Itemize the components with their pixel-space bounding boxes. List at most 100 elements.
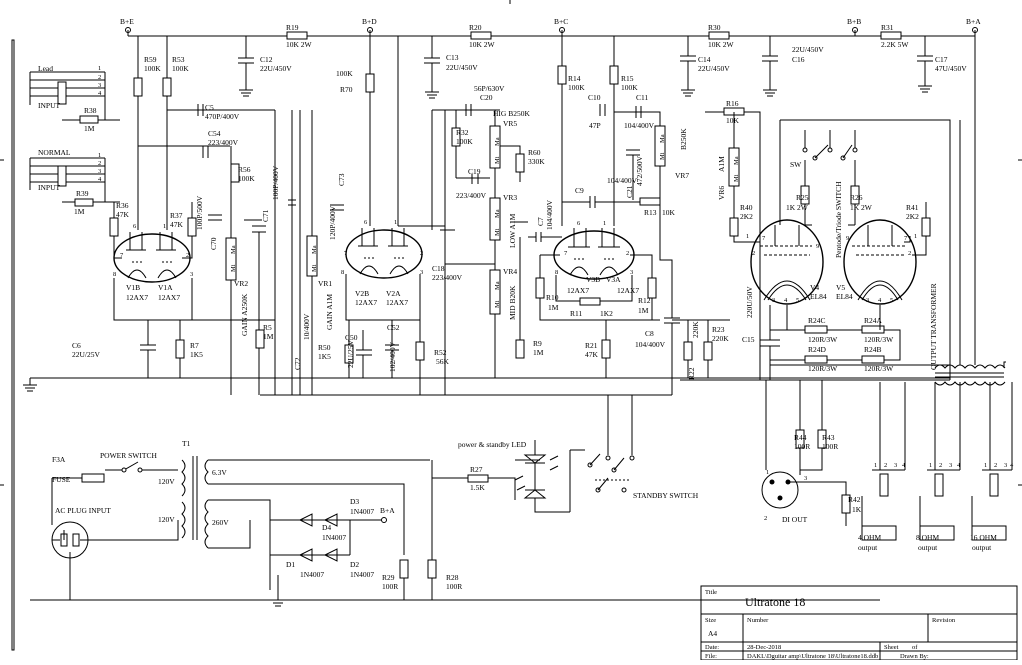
r29-label: R29 bbox=[382, 573, 395, 582]
v2b-type: 12AX7 bbox=[355, 298, 377, 307]
ac-plug-label: AC PLUG INPUT bbox=[55, 506, 111, 515]
v2a-label: V2A bbox=[386, 289, 401, 298]
c70-label: C70 bbox=[209, 237, 218, 250]
svg-text:2: 2 bbox=[420, 250, 423, 257]
svg-text:7: 7 bbox=[904, 235, 908, 242]
r30-value: 10K 2W bbox=[708, 40, 735, 49]
vr5-mi: Mi bbox=[494, 156, 501, 164]
size-label: Size bbox=[705, 617, 716, 624]
power-switch-label: POWER SWITCH bbox=[100, 451, 157, 460]
r16-label: R16 bbox=[726, 99, 739, 108]
c54-value: 223/400V bbox=[208, 138, 239, 147]
v3a-label: V3A bbox=[606, 275, 621, 284]
rail-label-ba: B+A bbox=[966, 17, 981, 26]
v2b-label: V2B bbox=[355, 289, 369, 298]
input-jacks: Lead NORMAL INPUT INPUT 12 34 12 34 R38 … bbox=[11, 39, 120, 651]
c8-label: C8 bbox=[645, 329, 654, 338]
of-label: of bbox=[912, 644, 918, 651]
svg-text:9: 9 bbox=[846, 235, 849, 242]
r9-label: R9 bbox=[533, 339, 542, 348]
r13-value: 10K bbox=[662, 208, 676, 217]
r19-value: 10K 2W bbox=[286, 40, 313, 49]
c10-label: C10 bbox=[588, 93, 601, 102]
v5-type: EL84 bbox=[836, 292, 853, 301]
r15-value: 100K bbox=[621, 83, 638, 92]
svg-text:1: 1 bbox=[98, 152, 101, 159]
v1a-type: 12AX7 bbox=[158, 293, 180, 302]
c14-value: 22U/450V bbox=[698, 64, 730, 73]
svg-text:1: 1 bbox=[394, 219, 397, 226]
r59-label: R59 bbox=[144, 55, 157, 64]
v1b-type: 12AX7 bbox=[126, 293, 148, 302]
out4-label: 4 OHM bbox=[858, 533, 881, 542]
svg-text:1: 1 bbox=[603, 220, 606, 227]
d1-label: D1 bbox=[286, 560, 295, 569]
svg-text:1: 1 bbox=[914, 233, 917, 240]
svg-text:5: 5 bbox=[796, 297, 799, 304]
out16-sub: output bbox=[972, 543, 992, 552]
r24a-value: 120R/3W bbox=[864, 335, 894, 344]
r50-value: 1K5 bbox=[318, 352, 331, 361]
svg-text:2: 2 bbox=[764, 515, 767, 522]
r52-label: R52 bbox=[434, 348, 447, 357]
stage-v3: R14 100K R15 100K C10 47P C11 104/400V M… bbox=[535, 36, 730, 395]
svg-text:1: 1 bbox=[874, 462, 877, 469]
r28-value: 100R bbox=[446, 582, 462, 591]
vr6-mi: Mi bbox=[733, 174, 740, 182]
c16-value: 22U/450V bbox=[792, 45, 824, 54]
date-label: Date: bbox=[705, 644, 719, 651]
svg-text:1: 1 bbox=[163, 223, 166, 230]
r38-label: R38 bbox=[84, 106, 97, 115]
svg-text:3: 3 bbox=[894, 462, 897, 469]
r22-value: 220K bbox=[691, 321, 700, 338]
r56-value: 100K bbox=[238, 174, 255, 183]
r10-value: 1M bbox=[548, 303, 559, 312]
vr2-label: VR2 bbox=[234, 279, 248, 288]
svg-text:2: 2 bbox=[98, 74, 101, 81]
vr5-label: VR5 bbox=[503, 119, 517, 128]
power-section: R16 10K Mi Ma A1M VR6 R40 2K2 1 V4 EL84 … bbox=[705, 36, 1006, 386]
svg-text:8: 8 bbox=[341, 269, 344, 276]
r30-label: R30 bbox=[708, 23, 721, 32]
c18-label: C18 bbox=[432, 264, 445, 273]
svg-text:8: 8 bbox=[113, 271, 116, 278]
c70-value: 100P/500V bbox=[195, 195, 204, 230]
d4-value: 1N4007 bbox=[322, 533, 346, 542]
r23-value: 220K bbox=[712, 334, 729, 343]
svg-text:1: 1 bbox=[929, 462, 932, 469]
vr6-value: A1M bbox=[717, 156, 726, 172]
r15-label: R15 bbox=[621, 74, 634, 83]
b-plus-rail: B+E B+D B+C B+B B+A bbox=[120, 17, 981, 37]
r70-value: 100K bbox=[336, 69, 353, 78]
r28-label: R28 bbox=[446, 573, 459, 582]
v4-label: V4 bbox=[810, 283, 819, 292]
sw-label: SW bbox=[790, 160, 802, 169]
filter-capacitors: C12 22U/450V C13 22U/450V C14 22U/450V 2… bbox=[238, 36, 967, 99]
r32-label: R32 bbox=[456, 128, 469, 137]
svg-text:4: 4 bbox=[878, 297, 882, 304]
r21-value: 47K bbox=[585, 350, 599, 359]
v1b-label: V1B bbox=[126, 283, 140, 292]
rail-label-bd: B+D bbox=[362, 17, 377, 26]
rail-label-be: B+E bbox=[120, 17, 134, 26]
r21-label: R21 bbox=[585, 341, 598, 350]
r26-label: R26 bbox=[850, 193, 863, 202]
vr3-value: LOW A1M bbox=[508, 213, 517, 248]
c11-label: C11 bbox=[636, 93, 648, 102]
svg-text:4: 4 bbox=[98, 176, 102, 183]
r60-value: 330K bbox=[528, 157, 545, 166]
title-value: Ultratone 18 bbox=[745, 595, 805, 609]
r24b-label: R24B bbox=[864, 345, 882, 354]
svg-text:3: 3 bbox=[804, 475, 807, 482]
svg-text:3: 3 bbox=[98, 168, 101, 175]
c12-value: 22U/450V bbox=[260, 64, 292, 73]
resistor-r19 bbox=[286, 31, 308, 40]
svg-text:3: 3 bbox=[866, 297, 869, 304]
svg-text:3: 3 bbox=[98, 82, 101, 89]
pri-120-label-1: 120V bbox=[158, 477, 175, 486]
r38-value: 1M bbox=[84, 124, 95, 133]
r37-label: R37 bbox=[170, 211, 183, 220]
c18-value: 223/400V bbox=[432, 273, 463, 282]
